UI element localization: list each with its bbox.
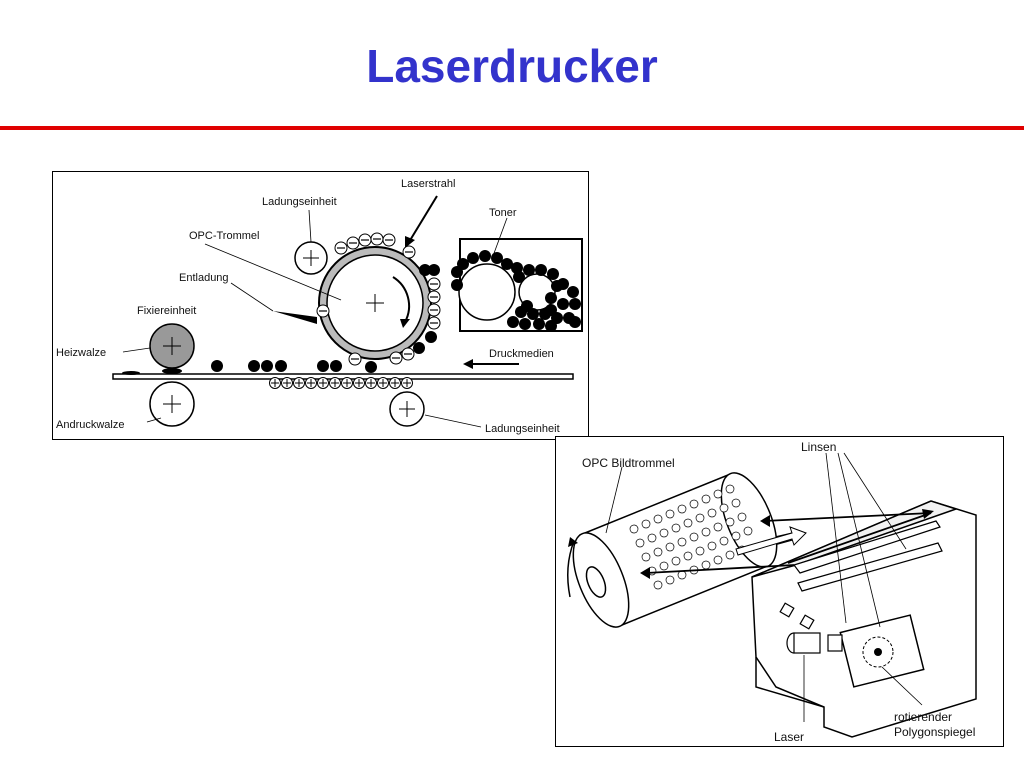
paper-toner-particles [211,360,342,372]
paper-path [112,373,574,380]
laser-beams [645,512,932,574]
printer-process-svg: Laserstrahl Ladungseinheit Toner OPC-Tro… [56,178,583,435]
scan-direction-arrow [735,526,807,556]
drum-rotation-arrow [392,276,411,323]
slide-title: Laserdrucker [366,40,658,92]
label-toner: Toner [489,207,517,219]
toner-particles [451,250,581,332]
label-entladung: Entladung [179,272,229,284]
label-opc-bildtrommel: OPC Bildtrommel [582,456,675,470]
polygon-mirror-plate [839,614,925,688]
drum-rotation-arrow [567,540,575,598]
developer-roller [458,263,516,321]
laser-source [779,602,843,654]
drum-toner-particles [365,264,440,373]
label-laserstrahl: Laserstrahl [401,178,455,190]
label-ladungseinheit-bottom: Ladungseinheit [485,423,560,435]
laser-beam-arrow [408,195,438,243]
label-polygon-line2: Polygonspiegel [894,725,975,739]
label-heizwalze: Heizwalze [56,347,106,359]
title-divider [0,126,1024,130]
laser-scanner-diagram: OPC Bildtrommel Linsen Laser rotierender… [555,436,1004,747]
polygon-mirror [862,636,894,668]
label-linsen: Linsen [801,440,836,454]
label-druckmedien: Druckmedien [489,348,554,360]
laser-scanner-svg: OPC Bildtrommel Linsen Laser rotierender… [567,440,977,744]
label-polygon-line1: rotierender [894,710,952,724]
discharge-wedge [273,311,317,324]
label-laser: Laser [774,730,804,744]
label-andruckwalze: Andruckwalze [56,419,124,431]
label-fixiereinheit: Fixiereinheit [137,305,196,317]
label-opc-trommel: OPC-Trommel [189,230,259,242]
printer-process-diagram: Laserstrahl Ladungseinheit Toner OPC-Tro… [52,171,589,440]
label-ladungseinheit-top: Ladungseinheit [262,196,337,208]
